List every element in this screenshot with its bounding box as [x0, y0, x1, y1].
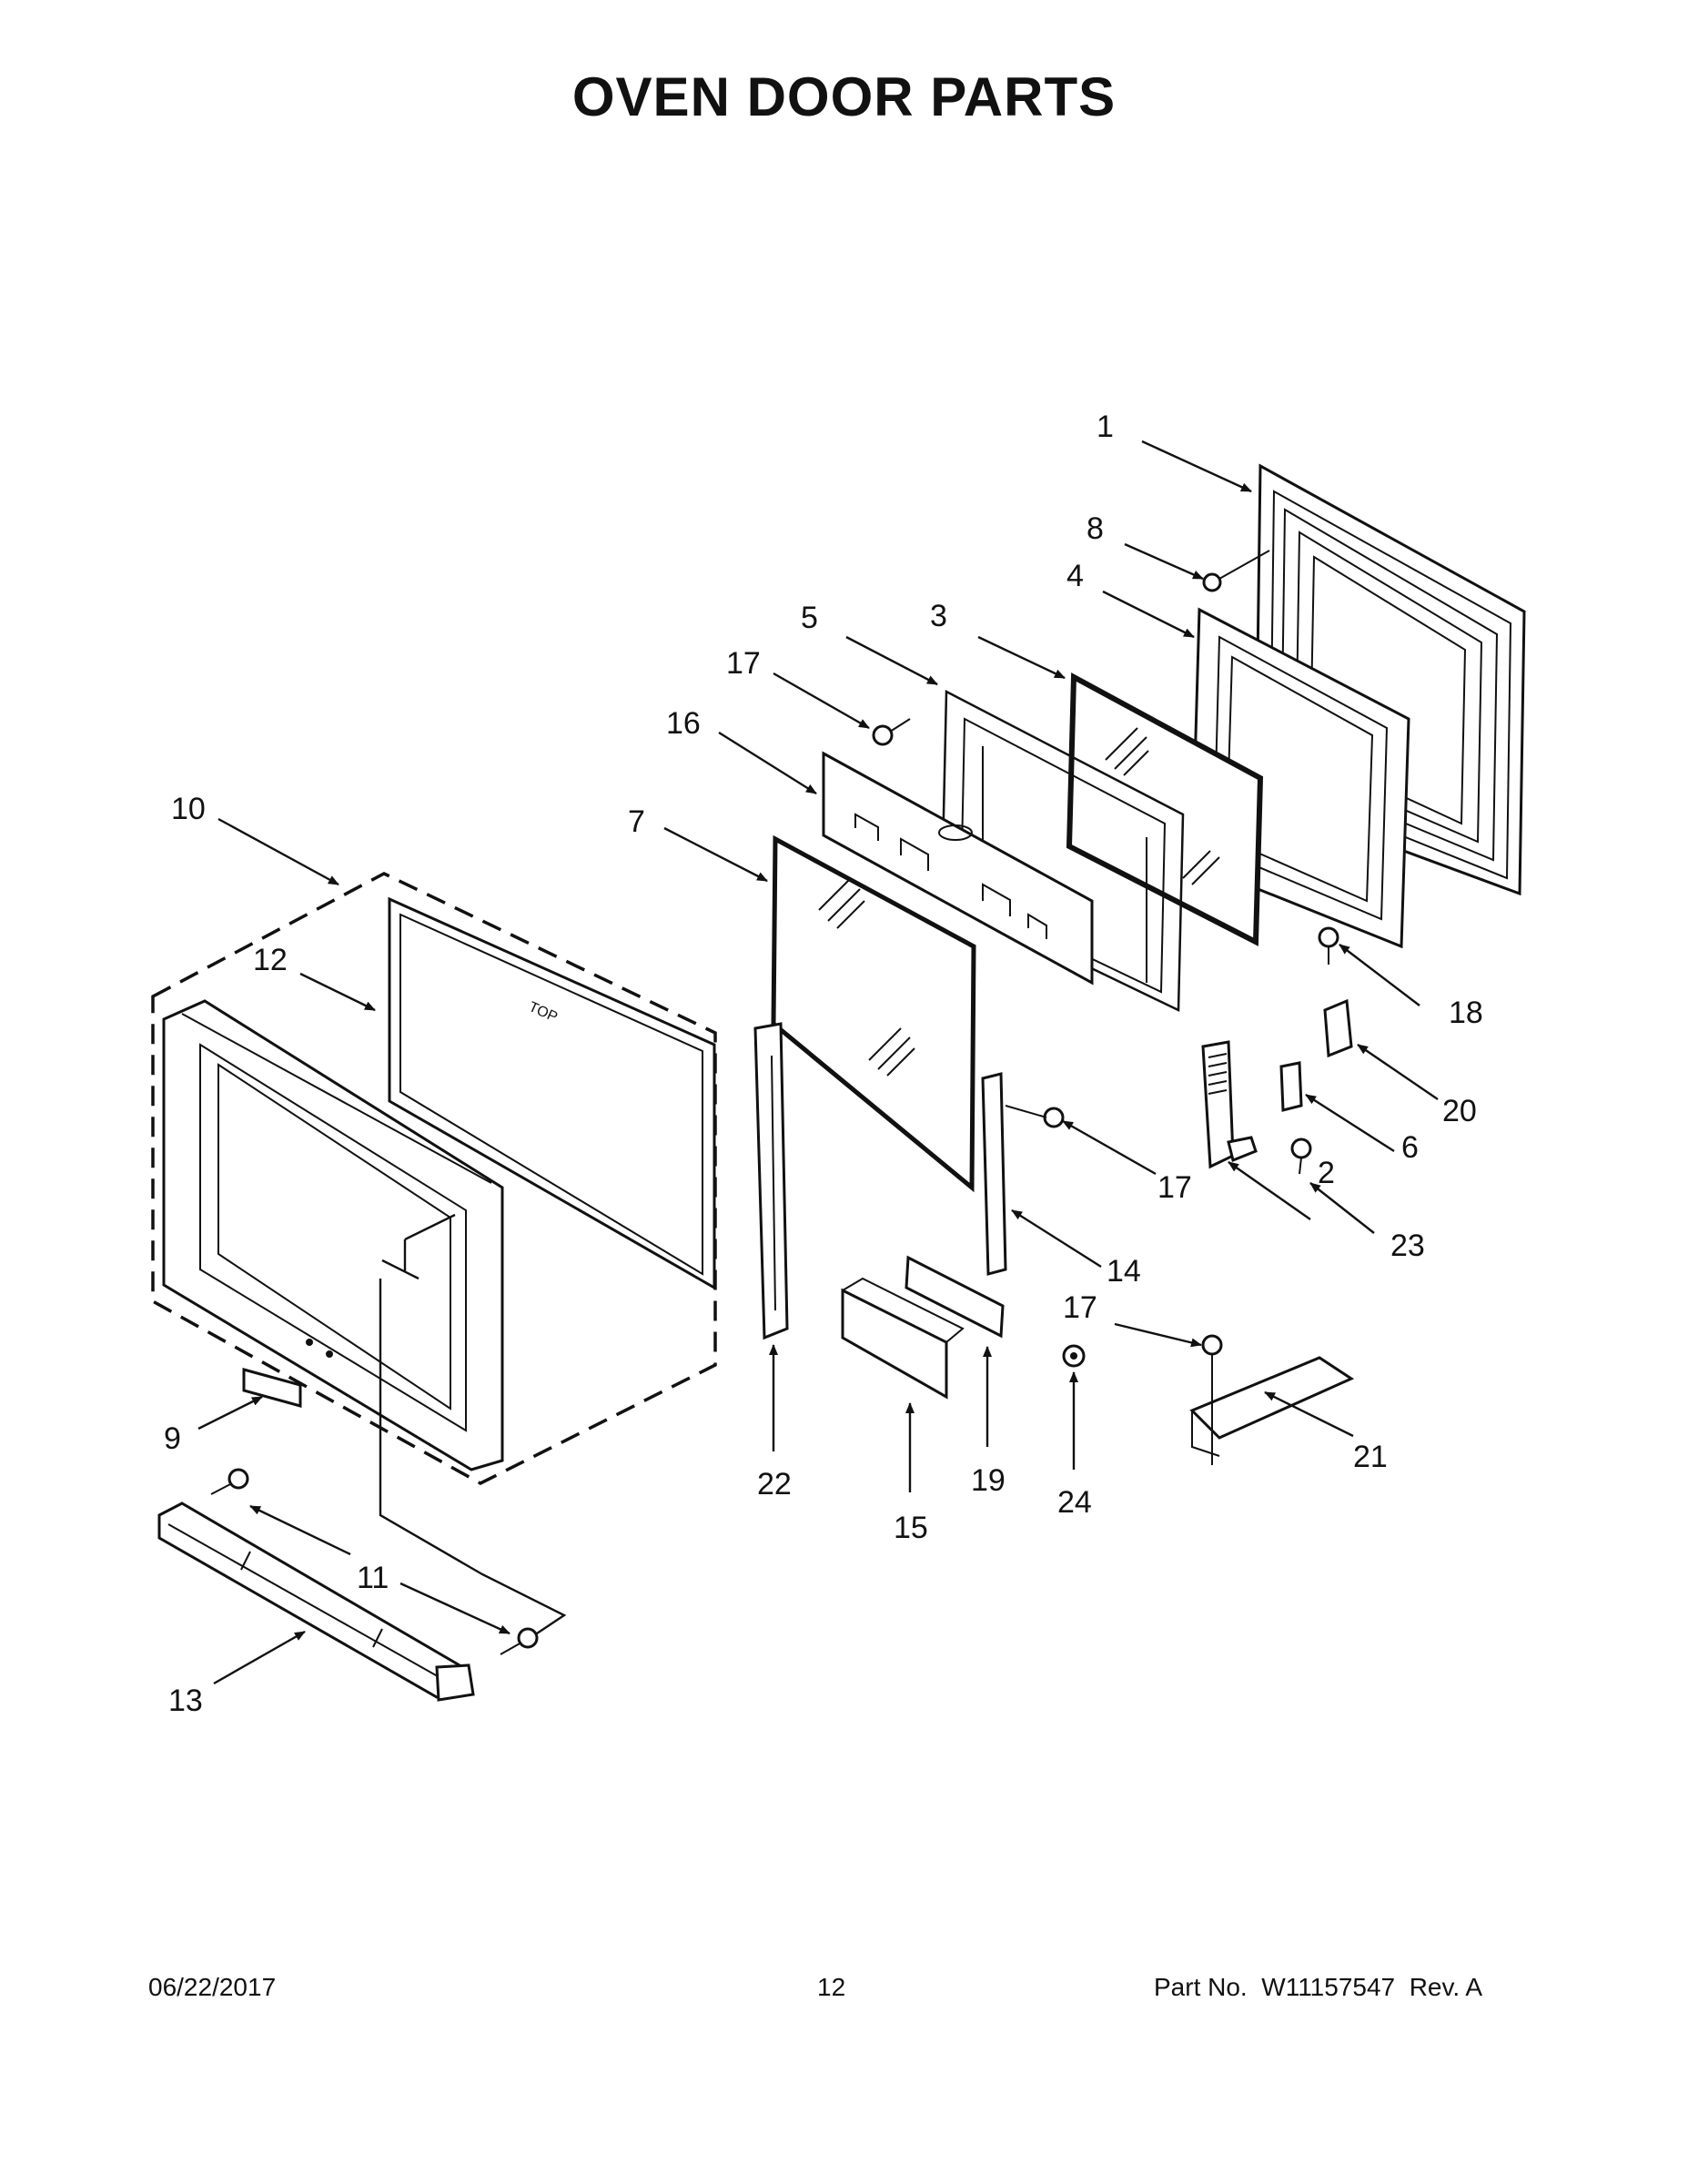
part-12-door-glass: TOP	[388, 896, 716, 1290]
part-22-side-bracket	[753, 1022, 789, 1340]
part-9-nameplate-badge	[242, 1368, 302, 1408]
part-14-hinge-support	[981, 1072, 1065, 1276]
callout-17-lower: 17	[1063, 1290, 1097, 1325]
callout-19: 19	[971, 1463, 1006, 1498]
callout-17-upper: 17	[726, 646, 761, 681]
callout-labels: 1 2 3 4 5 6 7 8 9 10 11 12 13 14 15 16 1…	[164, 410, 1483, 1718]
part-17-screw-upper	[872, 718, 911, 746]
part-18-screw	[1318, 926, 1339, 965]
part-label: Part No.	[1154, 1973, 1248, 2001]
callout-leaders	[197, 440, 1439, 1685]
part-13-door-handle	[157, 1502, 475, 1702]
callout-10: 10	[171, 792, 206, 826]
callout-4: 4	[1066, 559, 1084, 593]
outer-door-front-panel	[162, 999, 504, 1471]
callout-11: 11	[357, 1561, 389, 1595]
part-8-screw	[1202, 550, 1270, 592]
footer-date: 06/22/2017	[148, 1973, 277, 2001]
callout-7: 7	[628, 804, 645, 839]
part-16-heat-shield	[822, 751, 1094, 986]
callout-23: 23	[1390, 1228, 1425, 1263]
part-19-trim-strip	[905, 1255, 1005, 1339]
callout-8: 8	[1087, 511, 1104, 546]
callout-13: 13	[168, 1684, 203, 1718]
part-7-outer-glass	[771, 834, 976, 1193]
screw-upper	[210, 1468, 249, 1495]
part-23-screw	[1290, 1138, 1312, 1175]
screw-lower	[500, 1627, 539, 1655]
part-number: W11157547	[1261, 1973, 1396, 2001]
callout-17-middle: 17	[1157, 1170, 1192, 1205]
page-title: OVEN DOOR PARTS	[571, 66, 1117, 127]
footer-page-number: 12	[817, 1973, 846, 2001]
revision: Rev. A	[1409, 1973, 1483, 2001]
callout-9: 9	[164, 1421, 181, 1456]
callout-6: 6	[1401, 1130, 1419, 1165]
part-10-outer-door-assembly	[151, 872, 717, 1485]
callout-14: 14	[1107, 1254, 1141, 1289]
callout-15: 15	[894, 1511, 928, 1545]
callout-18: 18	[1449, 996, 1483, 1030]
footer-part-number: Part No. W11157547 Rev. A	[1154, 1973, 1482, 2002]
part-20-hinge-receptacle	[1323, 998, 1353, 1058]
callout-22: 22	[757, 1467, 792, 1502]
callout-24: 24	[1057, 1485, 1092, 1520]
part-11-handle-screws	[210, 1279, 567, 1655]
part-3-inner-glass	[1066, 672, 1264, 946]
callout-5: 5	[801, 601, 818, 635]
callout-16: 16	[666, 706, 701, 741]
part-6-hinge-clip	[1279, 1061, 1303, 1112]
part-21-lower-hinge-bracket	[1189, 1334, 1355, 1465]
callout-21: 21	[1353, 1440, 1388, 1474]
part-24-grommet	[1062, 1344, 1086, 1368]
callout-20: 20	[1442, 1094, 1477, 1128]
callout-12: 12	[253, 943, 288, 977]
part-2-door-hinge	[1201, 1040, 1258, 1169]
part-15-vent-channel	[841, 1277, 965, 1400]
callout-1: 1	[1097, 410, 1114, 444]
callout-2: 2	[1318, 1156, 1335, 1190]
callout-3: 3	[930, 599, 947, 633]
